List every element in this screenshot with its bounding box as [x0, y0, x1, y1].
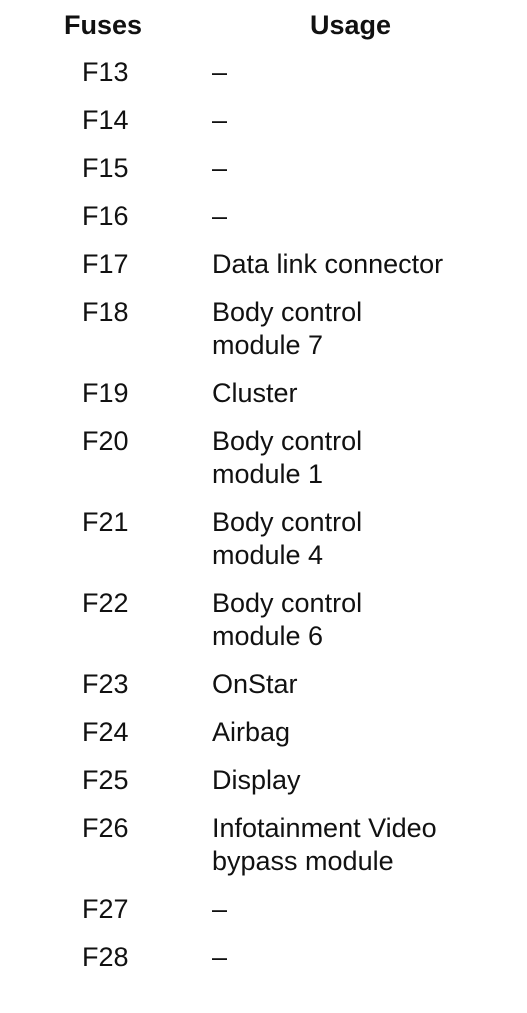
fuse-id: F21: [82, 507, 129, 537]
table-row: F17 Data link connector: [0, 248, 527, 281]
fuse-usage: Body control module 1: [212, 426, 363, 489]
fuse-id: F27: [82, 894, 129, 924]
fuse-id: F20: [82, 426, 129, 456]
fuse-id: F22: [82, 588, 129, 618]
fuse-id: F25: [82, 765, 129, 795]
fuse-usage: –: [212, 894, 228, 924]
table-row: F26 Infotainment Video bypass module: [0, 812, 527, 878]
fuse-usage: Data link connector: [212, 249, 444, 279]
table-row: F14 –: [0, 104, 527, 137]
table-row: F23 OnStar: [0, 668, 527, 701]
fuse-id: F16: [82, 201, 129, 231]
fuse-usage: –: [212, 57, 228, 87]
table-row: F18 Body control module 7: [0, 296, 527, 362]
fuse-id: F14: [82, 105, 129, 135]
table-row: F15 –: [0, 152, 527, 185]
fuses-column-header: Fuses: [64, 10, 143, 40]
fuse-id: F18: [82, 297, 129, 327]
table-header: Fuses Usage: [0, 8, 527, 42]
fuse-id: F19: [82, 378, 129, 408]
fuse-usage: –: [212, 942, 228, 972]
fuse-usage: Body control module 7: [212, 297, 363, 360]
fuse-id: F26: [82, 813, 129, 843]
table-row: F28 –: [0, 941, 527, 974]
table-row: F19 Cluster: [0, 377, 527, 410]
fuse-table-body: F13 – F14 – F15 – F16 – F17 Data link co…: [0, 56, 527, 989]
fuse-id: F24: [82, 717, 129, 747]
fuse-usage: Infotainment Video bypass module: [212, 813, 437, 876]
fuse-usage: Cluster: [212, 378, 298, 408]
fuse-id: F28: [82, 942, 129, 972]
fuse-id: F23: [82, 669, 129, 699]
table-row: F24 Airbag: [0, 716, 527, 749]
fuse-usage: OnStar: [212, 669, 298, 699]
usage-column-header: Usage: [310, 10, 392, 40]
fuse-usage: –: [212, 201, 228, 231]
fuse-id: F13: [82, 57, 129, 87]
table-row: F21 Body control module 4: [0, 506, 527, 572]
fuse-usage: Display: [212, 765, 301, 795]
table-row: F25 Display: [0, 764, 527, 797]
table-row: F13 –: [0, 56, 527, 89]
table-row: F27 –: [0, 893, 527, 926]
table-row: F20 Body control module 1: [0, 425, 527, 491]
fuse-usage: –: [212, 153, 228, 183]
fuse-id: F17: [82, 249, 129, 279]
fuse-usage: Body control module 6: [212, 588, 363, 651]
fuse-usage: –: [212, 105, 228, 135]
table-row: F16 –: [0, 200, 527, 233]
fuse-id: F15: [82, 153, 129, 183]
fuse-usage: Airbag: [212, 717, 291, 747]
table-row: F22 Body control module 6: [0, 587, 527, 653]
fuse-usage: Body control module 4: [212, 507, 363, 570]
